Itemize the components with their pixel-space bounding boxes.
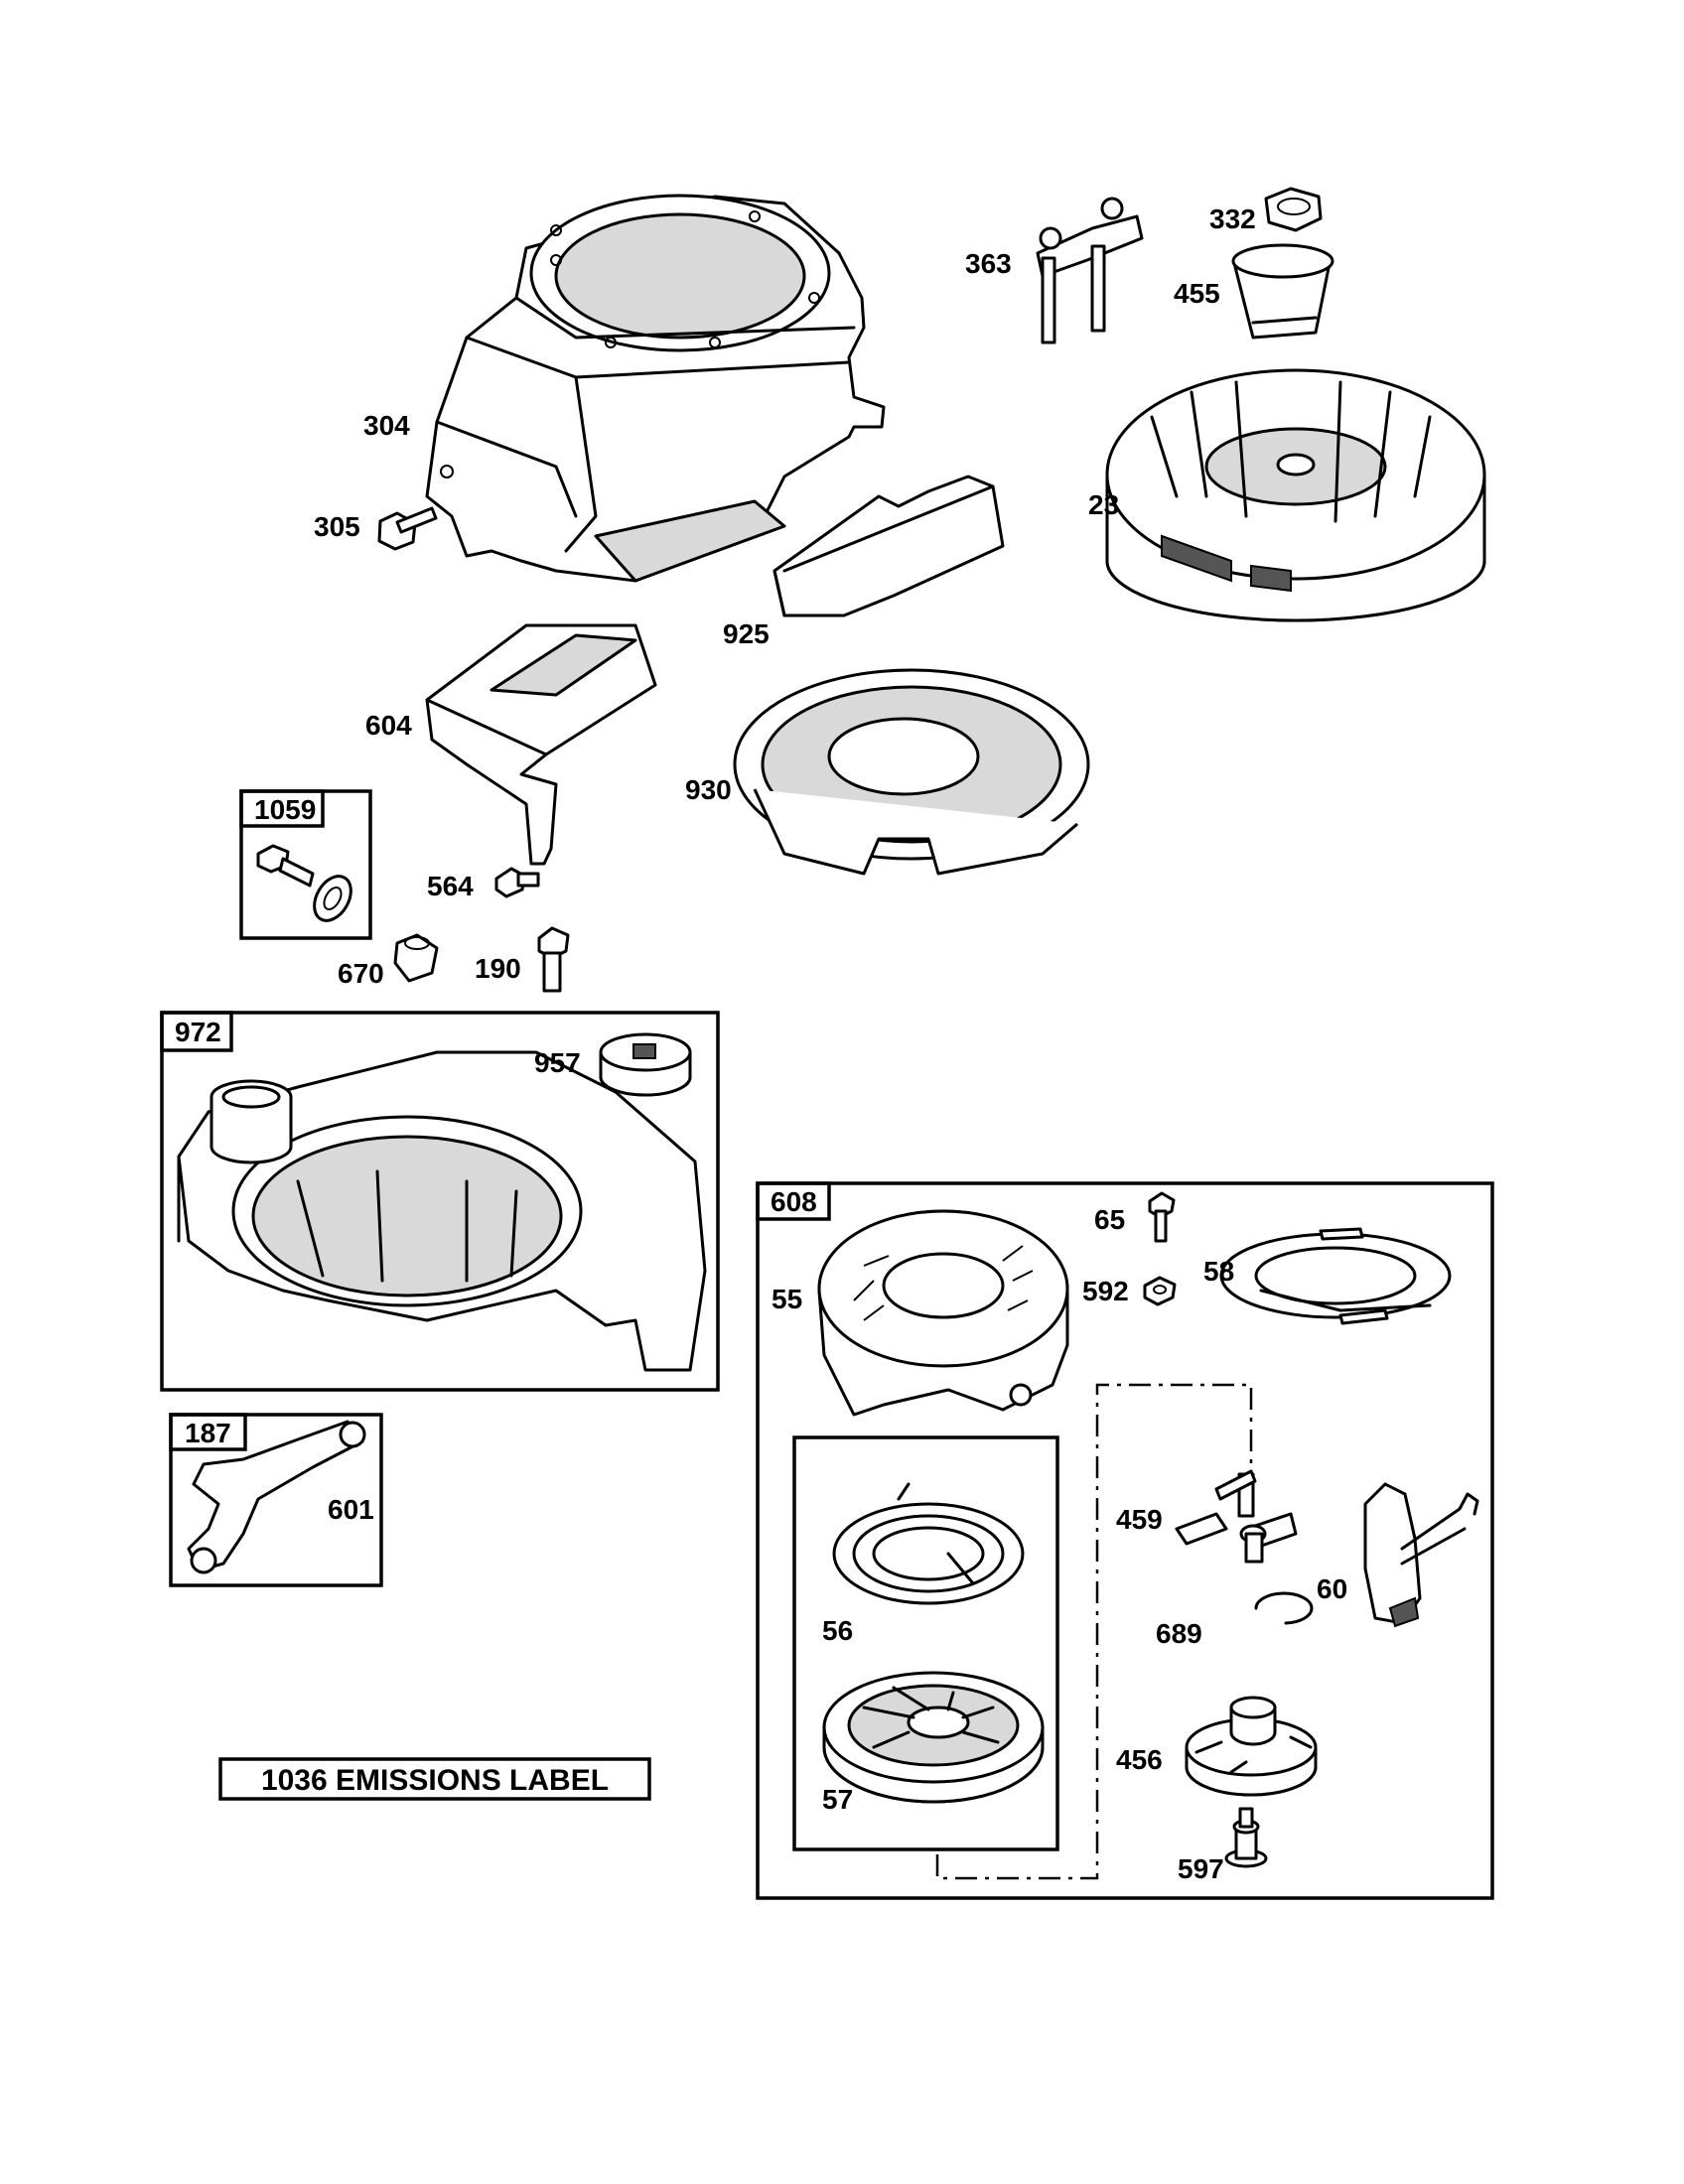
callout-332: 332 xyxy=(1209,204,1256,234)
starter-ratchet-part xyxy=(1185,1696,1318,1797)
callout-456: 456 xyxy=(1116,1744,1163,1775)
callout-65: 65 xyxy=(1094,1204,1125,1235)
kit-1059-tab xyxy=(239,789,325,828)
emissions-label: 1036 EMISSIONS LABEL xyxy=(261,1764,609,1797)
air-baffle-part xyxy=(772,475,1005,617)
bolt-305-part xyxy=(377,506,438,551)
emissions-label-frame xyxy=(218,1757,651,1801)
fuel-tank-tab xyxy=(160,1011,233,1052)
fuel-cap-part xyxy=(599,1032,692,1097)
flywheel-part xyxy=(1105,368,1486,622)
callout-670: 670 xyxy=(338,958,384,989)
screw-564-part xyxy=(494,867,540,898)
callout-592: 592 xyxy=(1082,1276,1129,1306)
callout-190: 190 xyxy=(475,953,521,984)
fuel-tank-frame xyxy=(160,1011,720,1392)
kit-1059-label: 1059 xyxy=(254,794,316,825)
ignition-armature-bracket-part xyxy=(1036,197,1144,344)
callout-58: 58 xyxy=(1203,1256,1234,1287)
fuel-line-frame xyxy=(169,1413,383,1587)
callout-597: 597 xyxy=(1178,1853,1224,1884)
starter-cup-part xyxy=(1231,243,1334,340)
rewind-starter-box-label: 608 xyxy=(771,1186,817,1217)
fuel-tank-part xyxy=(177,1050,707,1372)
flywheel-nut-part xyxy=(1264,187,1323,232)
callout-930: 930 xyxy=(685,774,732,805)
callout-60: 60 xyxy=(1317,1573,1347,1604)
blower-housing-part xyxy=(425,194,886,583)
assembly-link-line xyxy=(935,1383,1253,1880)
callout-957: 957 xyxy=(534,1047,581,1078)
retainer-ring-part xyxy=(1254,1591,1314,1625)
callout-925: 925 xyxy=(723,618,770,649)
callout-304: 304 xyxy=(363,410,410,441)
fuel-line-tab xyxy=(169,1413,247,1451)
callout-57: 57 xyxy=(822,1784,853,1815)
callout-23: 23 xyxy=(1088,489,1119,520)
screw-190-part xyxy=(537,926,570,993)
rewind-starter-tab xyxy=(756,1181,831,1221)
callout-455: 455 xyxy=(1174,278,1220,309)
fuel-line-part xyxy=(187,1420,366,1574)
fuel-tank-box-label: 972 xyxy=(175,1017,221,1047)
rewind-starter-frame xyxy=(756,1181,1494,1900)
callout-689: 689 xyxy=(1156,1618,1202,1649)
callout-55: 55 xyxy=(772,1284,802,1314)
callout-564: 564 xyxy=(427,871,474,901)
rotating-screen-part xyxy=(733,668,1090,876)
callout-604: 604 xyxy=(365,710,412,741)
callout-305: 305 xyxy=(314,511,360,542)
starter-rope-part xyxy=(1219,1227,1452,1325)
fuel-line-box-label: 187 xyxy=(185,1418,231,1448)
callout-56: 56 xyxy=(822,1615,853,1646)
starter-handle-part xyxy=(1363,1482,1479,1628)
starter-pulley-part xyxy=(822,1671,1045,1804)
rewind-spring-part xyxy=(832,1482,1025,1605)
callout-363: 363 xyxy=(965,248,1012,279)
callout-601: 601 xyxy=(328,1494,374,1525)
cylinder-shield-part xyxy=(425,623,657,866)
kit-1059-hardware xyxy=(256,844,352,922)
screw-65-part xyxy=(1148,1191,1176,1243)
screw-597-part xyxy=(1224,1807,1268,1868)
nut-592-part xyxy=(1143,1276,1177,1306)
spacer-670-part xyxy=(393,933,439,983)
pulley-subassembly-frame xyxy=(792,1435,1059,1851)
starter-housing-part xyxy=(817,1209,1069,1417)
callout-459: 459 xyxy=(1116,1504,1163,1535)
starter-dog-part xyxy=(1175,1469,1298,1564)
